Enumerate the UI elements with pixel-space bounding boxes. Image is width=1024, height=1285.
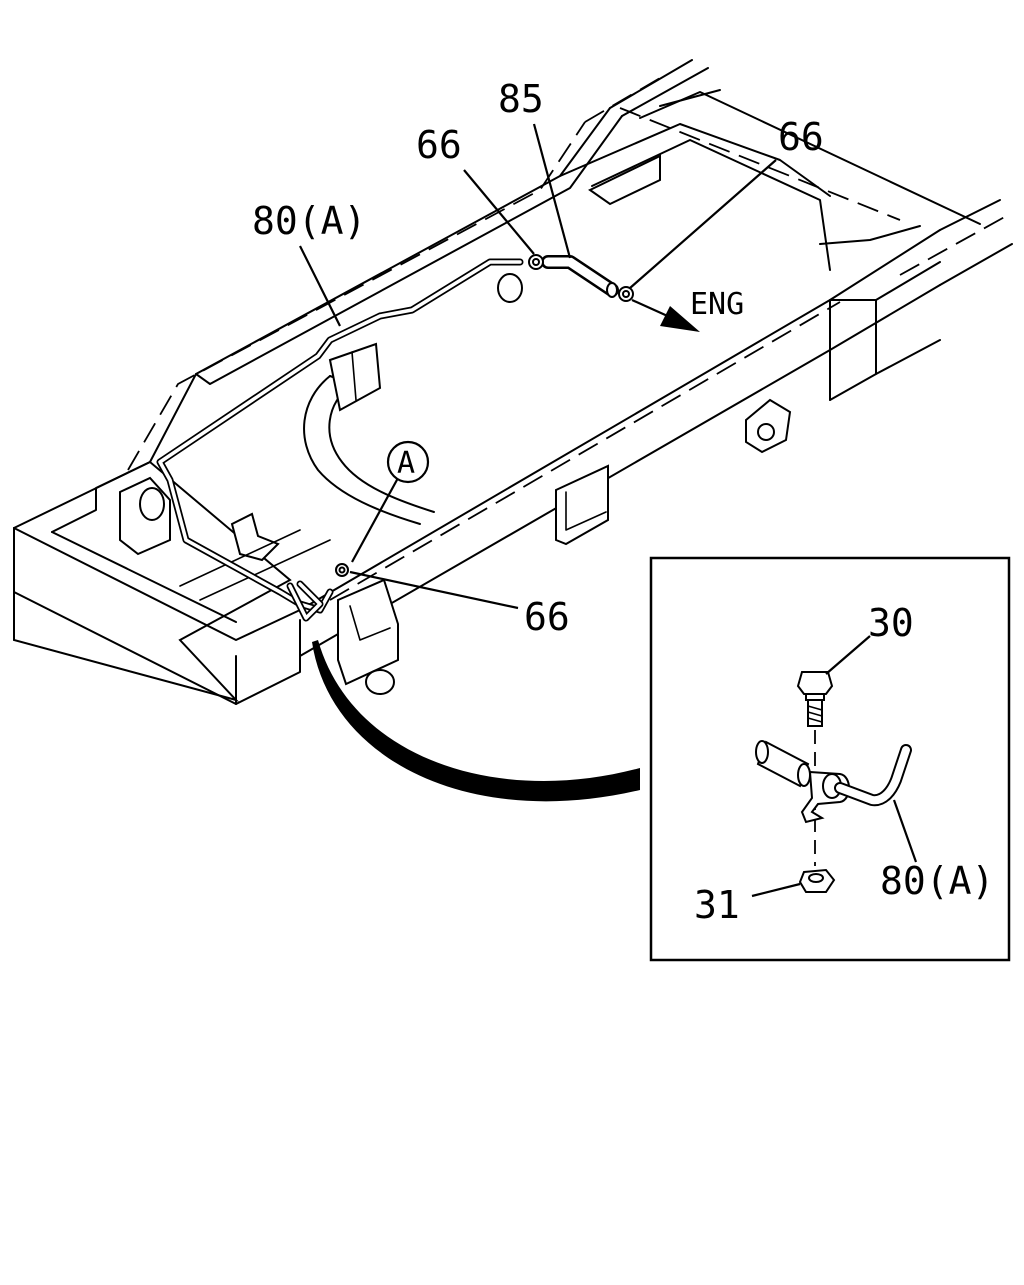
- fitting-left: [528, 254, 544, 270]
- engine-direction-arrow: [631, 298, 700, 332]
- detail-pointer-arc: [312, 640, 640, 802]
- leader-detail-ref: [351, 477, 399, 563]
- leader-fitting-left: [463, 169, 535, 255]
- leader-fitting-right: [629, 159, 777, 289]
- engine-direction-label: ENG: [690, 287, 744, 322]
- callout-bolt: 30: [868, 601, 914, 645]
- fuel-hose: [541, 255, 619, 298]
- callout-detail-pipe: 80(A): [880, 859, 994, 903]
- callout-hose: 85: [498, 77, 544, 121]
- leader-fitting-lower: [349, 570, 519, 610]
- bolt-icon: [796, 671, 834, 727]
- callout-fitting-lower: 66: [524, 595, 570, 639]
- nut-icon: [798, 868, 836, 893]
- fitting-lower: [335, 563, 349, 577]
- detail-reference-label: A: [397, 446, 415, 481]
- chassis-frame: [13, 59, 1013, 705]
- detail-inset: 30 31 80(A): [649, 556, 1011, 962]
- fuel-pipe-main: [156, 258, 524, 622]
- callout-fitting-left: 66: [416, 123, 462, 167]
- callout-fitting-right: 66: [778, 115, 824, 159]
- leader-hose: [532, 123, 572, 259]
- detail-reference-circle: [386, 440, 430, 484]
- callout-pipe: 80(A): [252, 199, 366, 243]
- fitting-right: [618, 286, 634, 302]
- leader-pipe: [299, 245, 341, 327]
- callout-nut: 31: [694, 883, 740, 927]
